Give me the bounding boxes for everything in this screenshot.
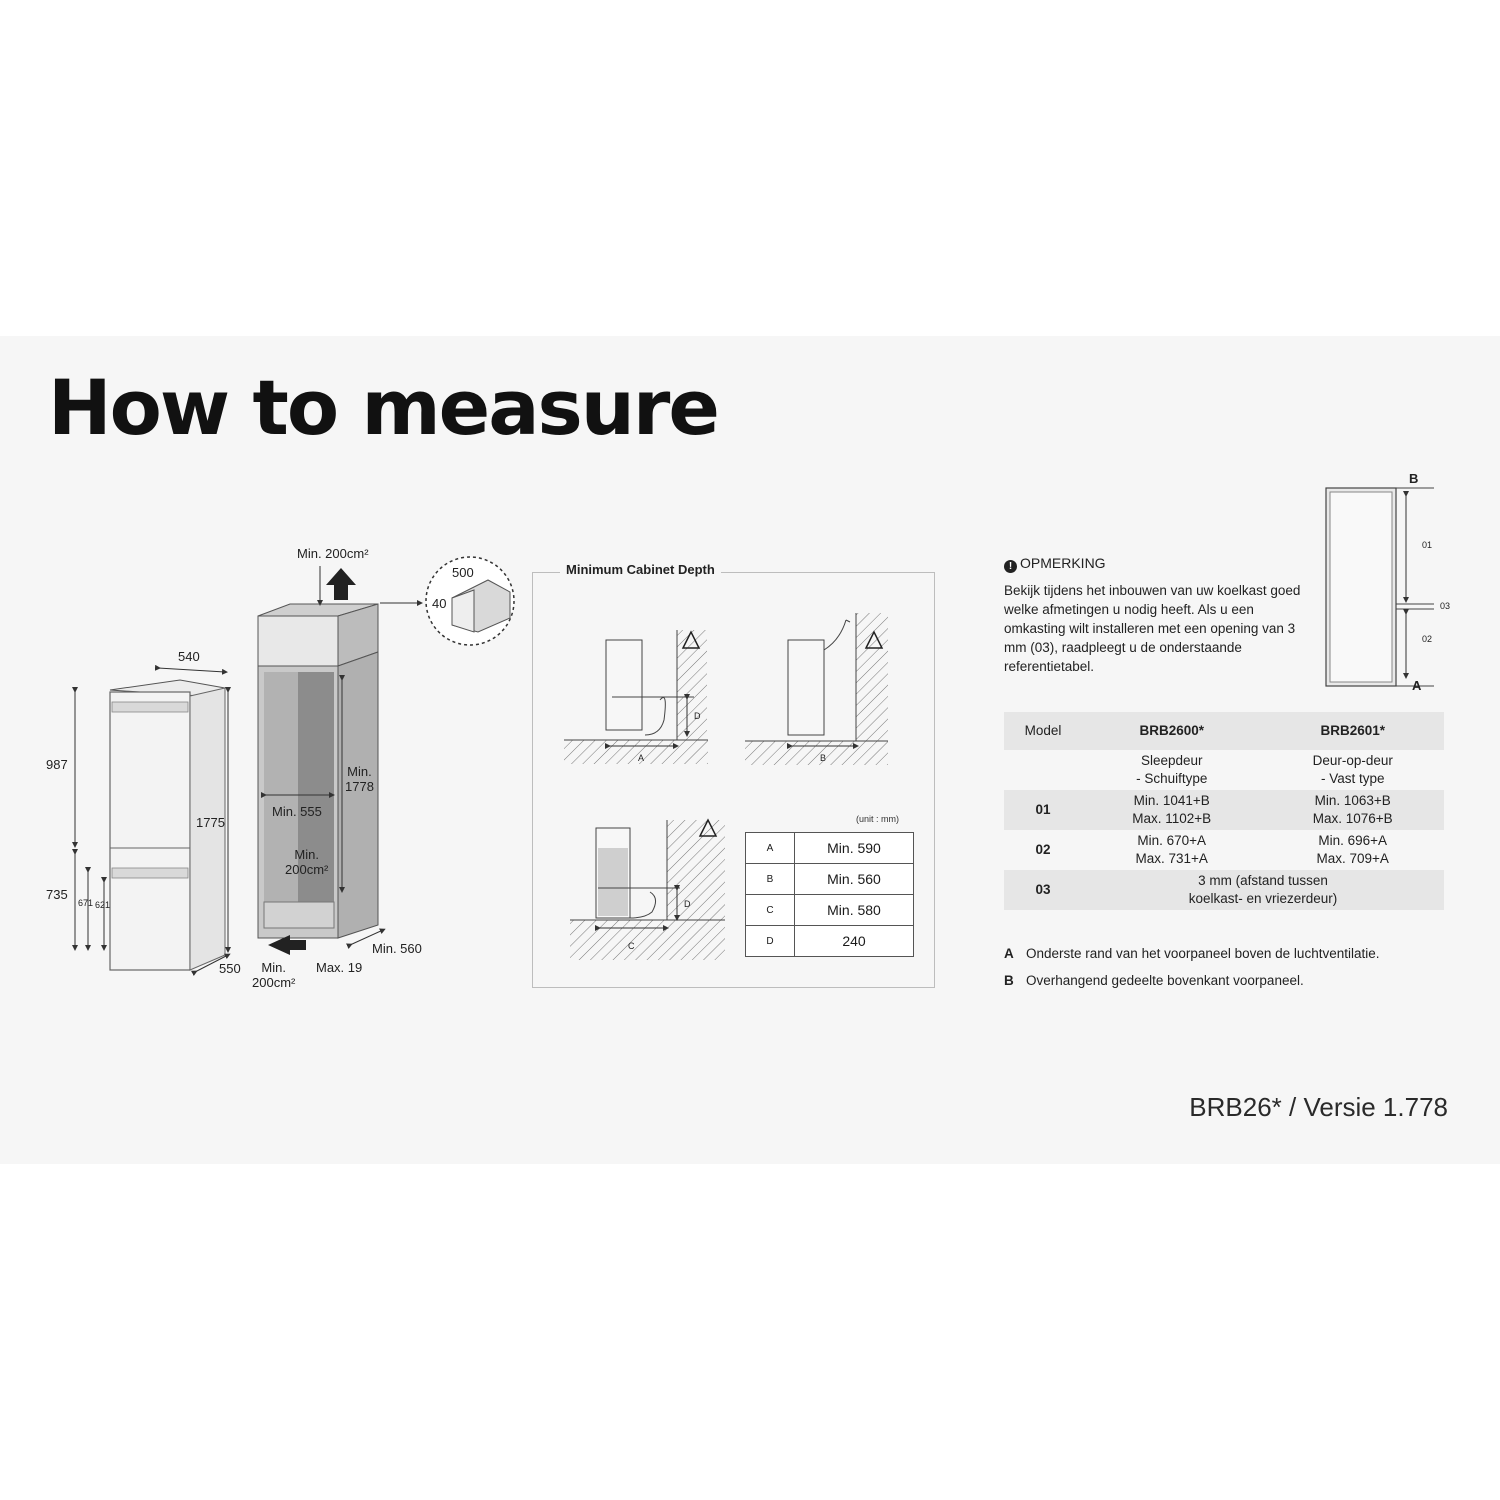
min-cabinet-depth-title: Minimum Cabinet Depth xyxy=(560,562,721,577)
note-heading-text: OPMERKING xyxy=(1020,555,1106,571)
legend-b: B Overhangend gedeelte bovenkant voorpane… xyxy=(1004,973,1304,988)
mark-d-1: D xyxy=(694,711,701,721)
note-body: Bekijk tijdens het inbouwen van uw koelk… xyxy=(1004,583,1301,674)
row01-col1: Min. 1041+B Max. 1102+B xyxy=(1082,790,1262,830)
door-01-label: 01 xyxy=(1422,540,1433,550)
fridge-671-label: 671 xyxy=(78,898,94,908)
row02-col2: Min. 696+A Max. 709+A xyxy=(1316,833,1389,866)
cabinet-drawing xyxy=(257,556,515,955)
table-row: Sleepdeur - Schuiftype Deur-op-deur - Va… xyxy=(1004,750,1444,790)
fridge-621-label: 621 xyxy=(95,900,111,910)
row03-label: 03 xyxy=(1004,870,1082,910)
door-diagram xyxy=(1325,487,1434,687)
reference-table: Model BRB2600* BRB2601* Sleepdeur - Schu… xyxy=(1004,712,1444,910)
depth-diagram-a xyxy=(564,630,708,764)
depth-value: 240 xyxy=(794,925,914,957)
cabinet-depth-label: Min. 560 xyxy=(372,941,422,956)
cabinet-max19-label: Max. 19 xyxy=(316,960,363,975)
row03-value: 3 mm (afstand tussen koelkast- en vrieze… xyxy=(1082,870,1444,910)
detail-40-label: 40 xyxy=(432,596,447,611)
cabinet-bottom-vent-label: Min. 200cm² xyxy=(252,960,296,990)
depth-key: A xyxy=(745,832,795,864)
cabinet-inner-width-label: Min. 555 xyxy=(272,804,322,819)
detail-500-label: 500 xyxy=(452,565,474,580)
header-model: Model xyxy=(1004,712,1082,750)
depth-diagram-c xyxy=(570,818,725,960)
cabinet-top-vent-label: Min. 200cm² xyxy=(297,546,369,561)
depth-value: Min. 580 xyxy=(794,894,914,926)
type-col1: Sleepdeur - Schuiftype xyxy=(1136,753,1208,786)
fridge-total-height-label: 1775 xyxy=(196,815,225,830)
door-b-label: B xyxy=(1409,471,1419,486)
door-03-label: 03 xyxy=(1440,601,1451,611)
mark-c: C xyxy=(628,941,635,951)
legend-b-text: Overhangend gedeelte bovenkant voorpanee… xyxy=(1026,973,1304,988)
header-brb2600: BRB2600* xyxy=(1082,712,1262,750)
legend-b-key: B xyxy=(1004,973,1014,988)
fridge-top-height-label: 987 xyxy=(46,757,68,772)
note-heading: !OPMERKING xyxy=(1004,555,1106,573)
row02-col1: Min. 670+A Max. 731+A xyxy=(1135,833,1208,866)
fridge-bottom-height-label: 735 xyxy=(46,887,68,902)
mark-b: B xyxy=(820,753,827,763)
table-row: Model BRB2600* BRB2601* xyxy=(1004,712,1444,750)
depth-diagram-b xyxy=(745,613,888,765)
legend-a: A Onderste rand van het voorpaneel boven … xyxy=(1004,946,1380,961)
exclamation-icon: ! xyxy=(1004,560,1017,573)
mark-a: A xyxy=(638,753,645,763)
row02-label: 02 xyxy=(1035,842,1051,857)
table-row: 02 Min. 670+A Max. 731+A Min. 696+A Max.… xyxy=(1004,830,1444,870)
fridge-drawing xyxy=(72,664,231,977)
table-row: 01 Min. 1041+B Max. 1102+B Min. 1063+B M… xyxy=(1004,790,1444,830)
type-col2: Deur-op-deur - Vast type xyxy=(1312,753,1393,786)
fridge-width-label: 540 xyxy=(178,649,200,664)
legend-a-key: A xyxy=(1004,946,1014,961)
mark-d-2: D xyxy=(684,899,691,909)
min-cabinet-depth-box xyxy=(532,572,935,988)
table-row: 03 3 mm (afstand tussen koelkast- en vri… xyxy=(1004,870,1444,910)
page-title: How to measure xyxy=(48,363,720,452)
version-label: BRB26* / Versie 1.778 xyxy=(1189,1092,1448,1122)
row01-label: 01 xyxy=(1004,790,1082,830)
depth-key: B xyxy=(745,863,795,895)
unit-label: (unit : mm) xyxy=(856,814,900,824)
depth-value: Min. 560 xyxy=(794,863,914,895)
door-02-label: 02 xyxy=(1422,634,1433,644)
legend-a-text: Onderste rand van het voorpaneel boven d… xyxy=(1026,946,1380,961)
cabinet-inner-height-label: Min. 1778 xyxy=(345,764,374,794)
door-a-label: A xyxy=(1412,678,1422,693)
row01-col2: Min. 1063+B Max. 1076+B xyxy=(1261,790,1444,830)
depth-key: C xyxy=(745,894,795,926)
fridge-depth-label: 550 xyxy=(219,961,241,976)
header-brb2601: BRB2601* xyxy=(1261,712,1444,750)
cabinet-mid-vent-label: Min. 200cm² xyxy=(285,847,329,877)
depth-value: Min. 590 xyxy=(794,832,914,864)
depth-key: D xyxy=(745,925,795,957)
